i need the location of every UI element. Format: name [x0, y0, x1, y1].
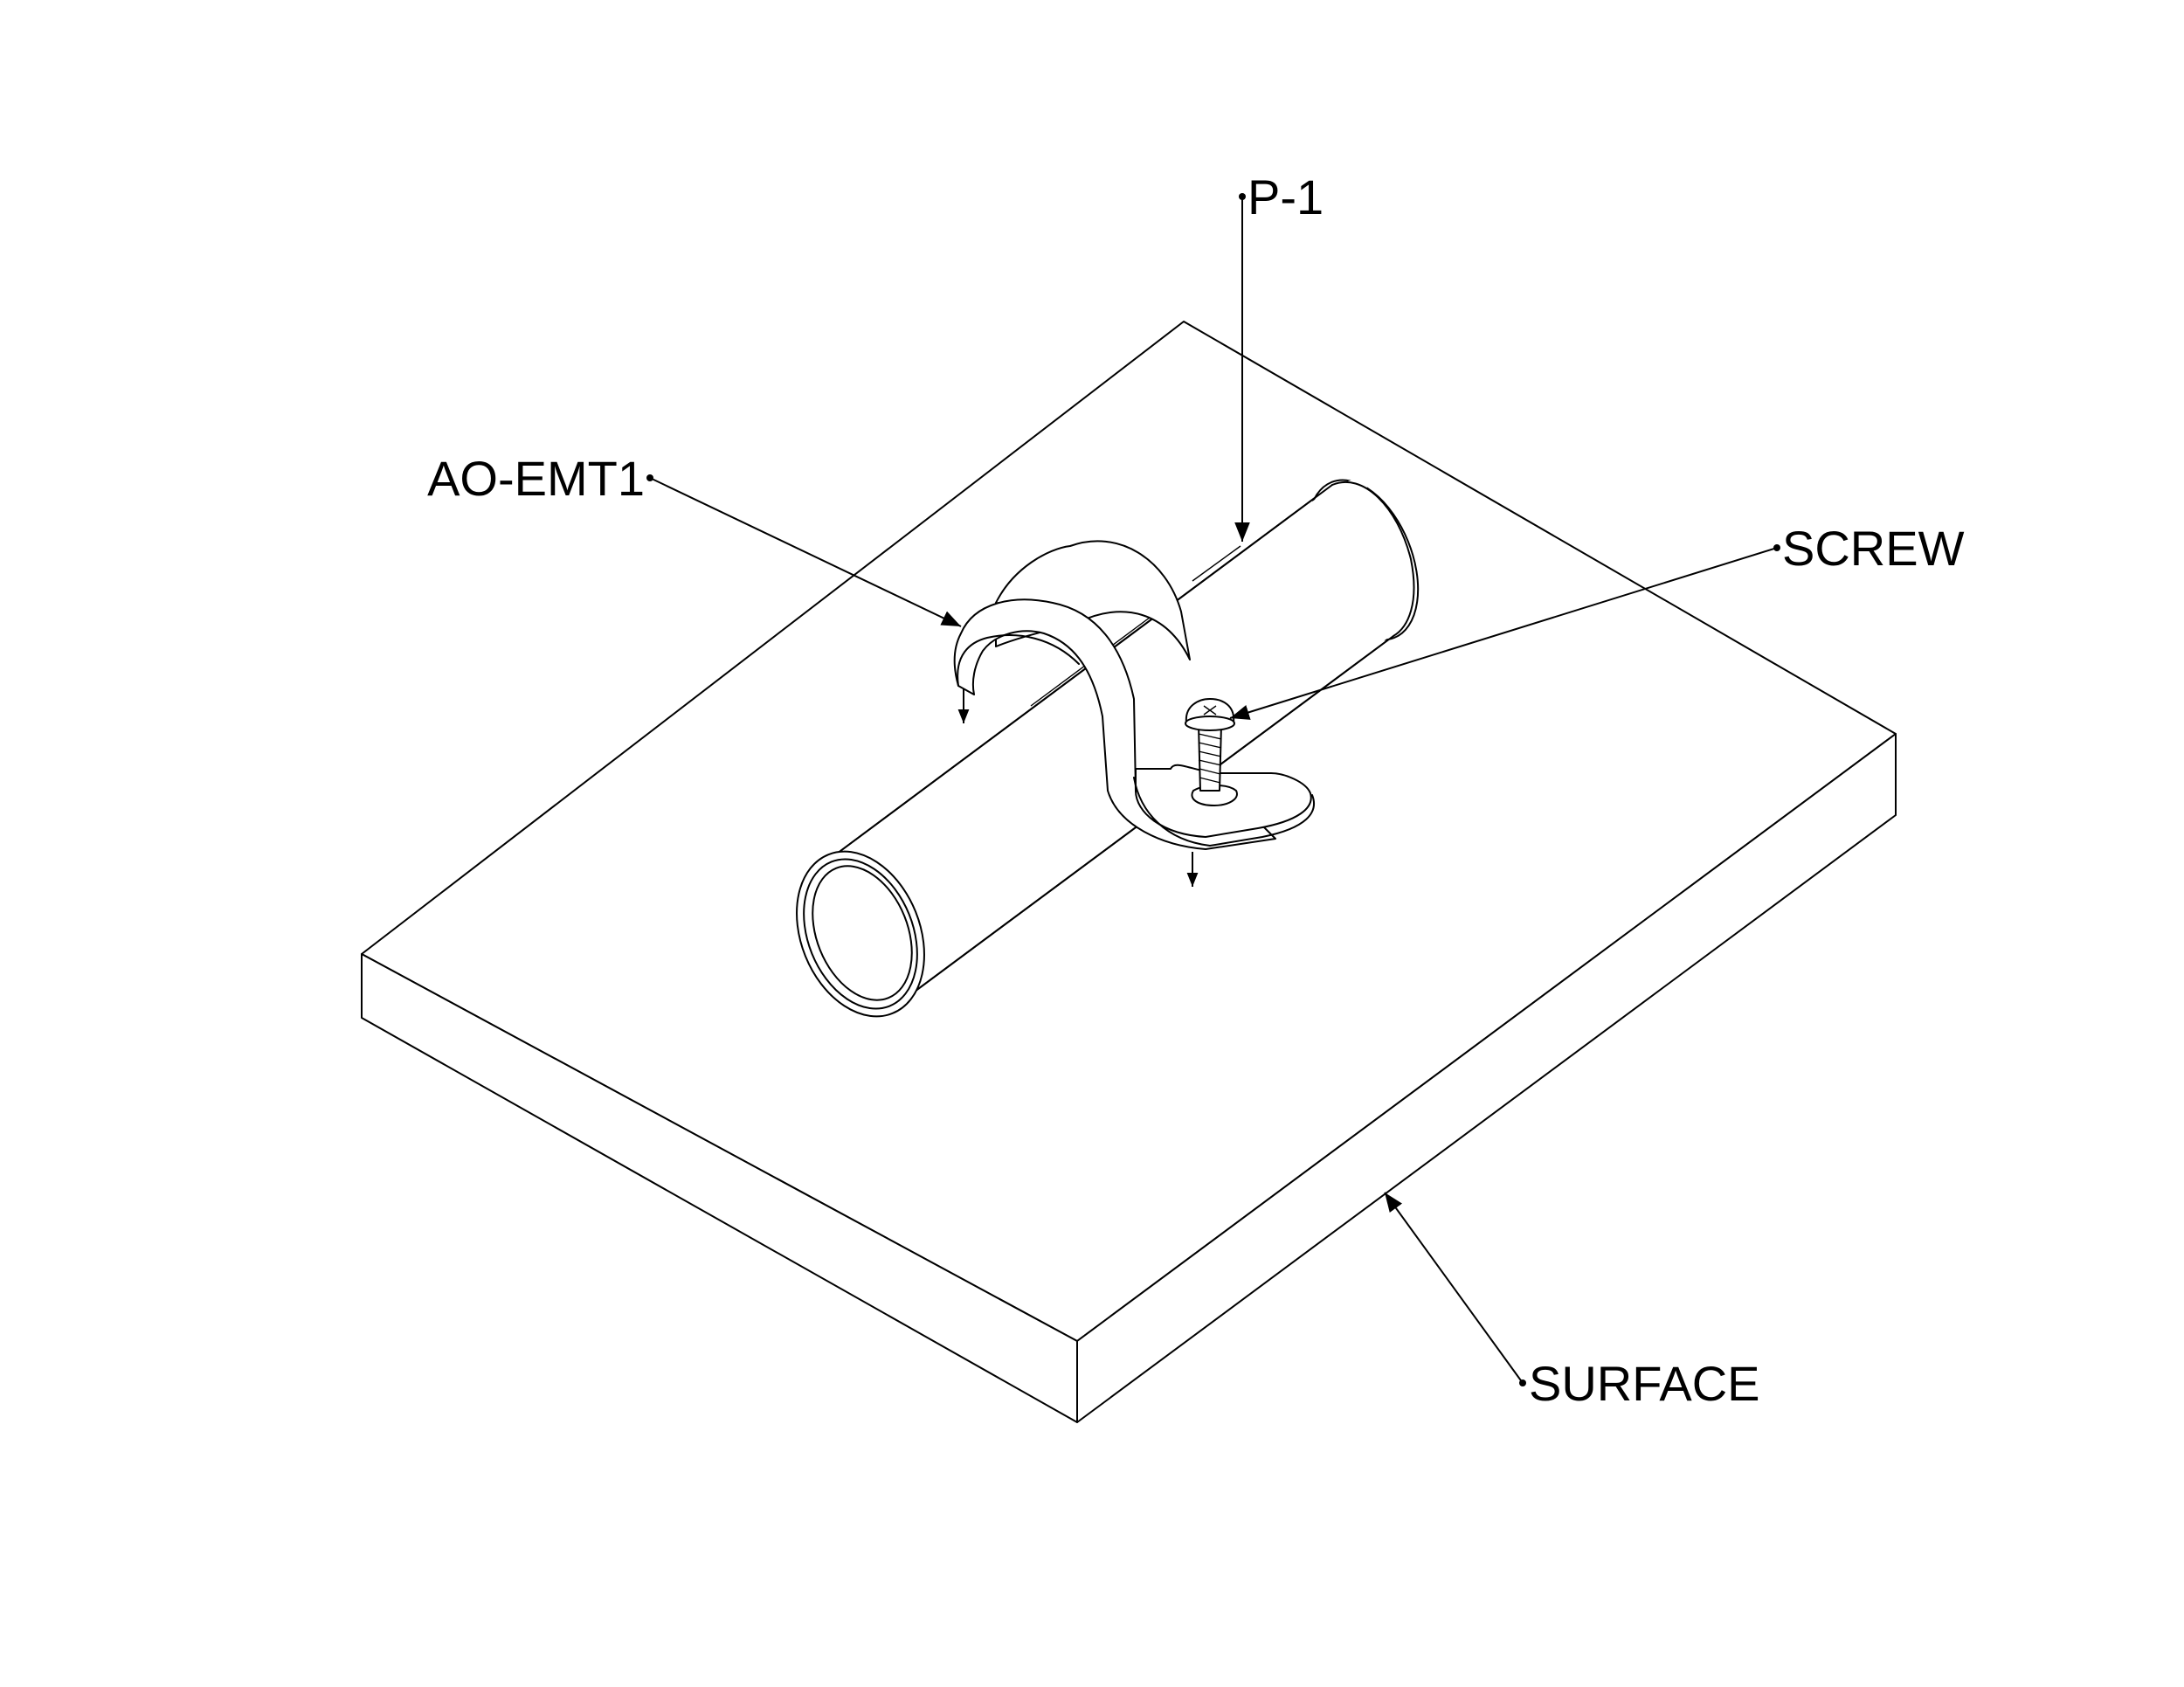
- screw: [1185, 698, 1235, 792]
- callout-screw-label: SCREW: [1782, 521, 1965, 576]
- one-hole-strap: [953, 540, 1315, 887]
- callout-surface-label: SURFACE: [1529, 1356, 1760, 1411]
- leader-lines: [646, 193, 1780, 1386]
- callout-strap-label: AO-EMT1: [427, 451, 645, 506]
- callout-pipe-label: P-1: [1248, 169, 1324, 225]
